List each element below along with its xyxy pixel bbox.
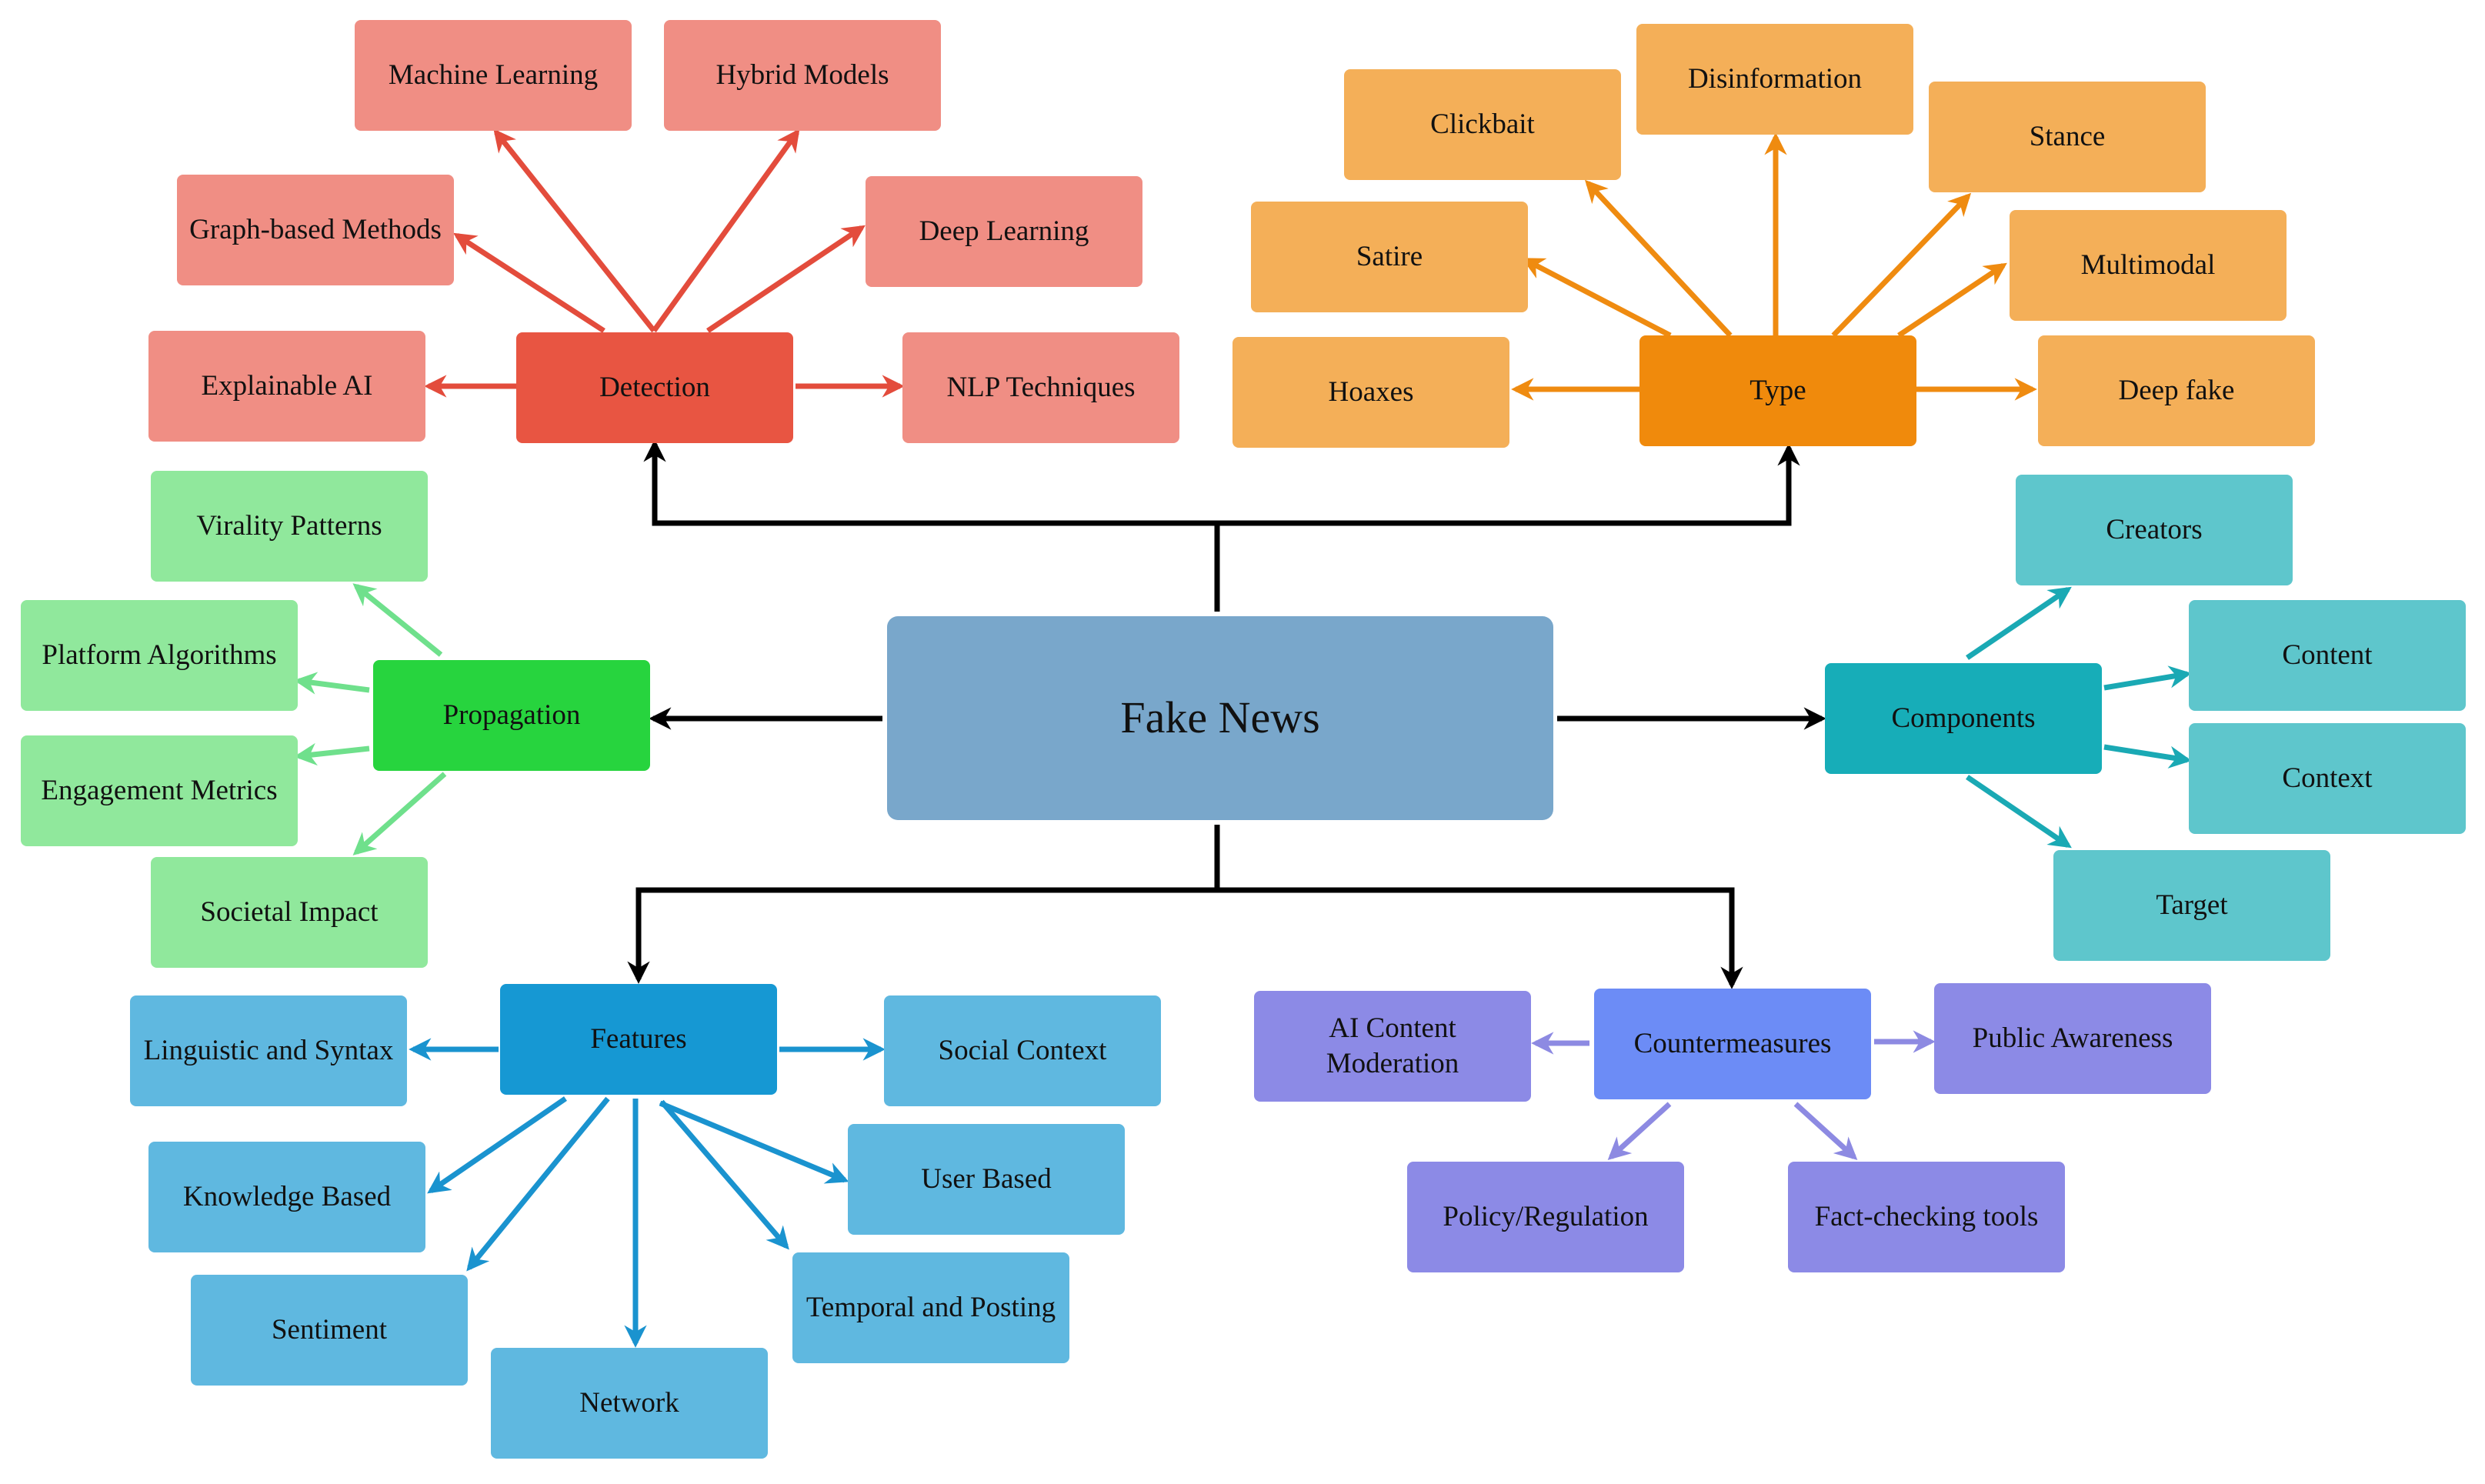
leaf-policy-regulation: Policy/Regulation xyxy=(1407,1162,1684,1272)
leaf-hybrid-models: Hybrid Models xyxy=(664,20,941,131)
leaf-satire: Satire xyxy=(1251,202,1528,312)
leaf-graph-based-methods: Graph-based Methods xyxy=(177,175,454,285)
components-leaf-arrow xyxy=(1966,586,2072,660)
leaf-sentiment: Sentiment xyxy=(191,1275,468,1386)
leaf-content: Content xyxy=(2189,600,2466,711)
leaf-temporal-and-posting: Temporal and Posting xyxy=(792,1252,1069,1363)
leaf-target: Target xyxy=(2053,850,2330,961)
type-leaf-arrow xyxy=(1897,262,2007,338)
branch-propagation: Propagation xyxy=(373,660,650,771)
leaf-fact-checking-tools: Fact-checking tools xyxy=(1788,1162,2065,1272)
leaf-public-awareness: Public Awareness xyxy=(1934,983,2211,1094)
branch-features: Features xyxy=(500,984,777,1095)
leaf-deep-learning: Deep Learning xyxy=(866,176,1142,287)
leaf-social-context: Social Context xyxy=(884,995,1161,1106)
detection-leaf-arrow xyxy=(493,128,656,333)
leaf-disinformation: Disinformation xyxy=(1636,24,1913,135)
leaf-clickbait: Clickbait xyxy=(1344,69,1621,180)
root-to-detection-connector xyxy=(643,439,1220,612)
leaf-hoaxes: Hoaxes xyxy=(1232,337,1509,448)
leaf-user-based: User Based xyxy=(848,1124,1125,1235)
leaf-nlp-techniques: NLP Techniques xyxy=(902,332,1179,443)
leaf-deep-fake: Deep fake xyxy=(2038,335,2315,446)
leaf-explainable-ai: Explainable AI xyxy=(148,331,425,442)
countermeasures-leaf-arrow xyxy=(1793,1102,1858,1160)
detection-leaf-arrow xyxy=(706,225,866,333)
leaf-creators: Creators xyxy=(2016,475,2293,585)
branch-countermeasures: Countermeasures xyxy=(1594,989,1871,1099)
leaf-platform-algorithms: Platform Algorithms xyxy=(21,600,298,711)
propagation-leaf-arrow xyxy=(352,772,447,855)
leaf-linguistic-and-syntax: Linguistic and Syntax xyxy=(130,995,407,1106)
features-leaf-arrow xyxy=(466,1096,610,1272)
leaf-machine-learning: Machine Learning xyxy=(355,20,632,131)
branch-type: Type xyxy=(1639,335,1916,446)
leaf-engagement-metrics: Engagement Metrics xyxy=(21,735,298,846)
leaf-virality-patterns: Virality Patterns xyxy=(151,471,428,582)
branch-detection: Detection xyxy=(516,332,793,443)
components-leaf-arrow xyxy=(2103,744,2192,769)
type-leaf-arrow xyxy=(1521,257,1672,338)
features-leaf-arrow xyxy=(427,1096,567,1194)
propagation-leaf-arrow xyxy=(294,742,370,766)
leaf-societal-impact: Societal Impact xyxy=(151,857,428,968)
type-leaf-arrow xyxy=(1831,192,1972,338)
leaf-stance: Stance xyxy=(1929,82,2206,192)
root-node: Fake News xyxy=(887,616,1553,820)
leaf-multimodal: Multimodal xyxy=(2010,210,2287,321)
detection-leaf-arrow xyxy=(652,128,800,333)
propagation-leaf-arrow xyxy=(352,583,443,657)
leaf-ai-content-moderation: AI Content Moderation xyxy=(1254,991,1531,1102)
branch-components: Components xyxy=(1825,663,2102,774)
countermeasures-leaf-arrow xyxy=(1607,1102,1672,1160)
features-leaf-arrow xyxy=(659,1099,789,1250)
type-leaf-arrow xyxy=(1584,179,1733,338)
features-leaf-arrow xyxy=(659,1100,849,1184)
root-to-features-connector xyxy=(627,825,1220,984)
propagation-leaf-arrow xyxy=(294,672,370,695)
root-to-countermeasures-connector xyxy=(1217,887,1743,989)
leaf-context: Context xyxy=(2189,723,2466,834)
detection-leaf-arrow xyxy=(453,232,605,333)
leaf-network: Network xyxy=(491,1348,768,1459)
leaf-knowledge-based: Knowledge Based xyxy=(148,1142,425,1252)
root-to-type-connector xyxy=(1217,443,1800,526)
components-leaf-arrow xyxy=(2103,665,2192,691)
components-leaf-arrow xyxy=(1966,775,2072,849)
